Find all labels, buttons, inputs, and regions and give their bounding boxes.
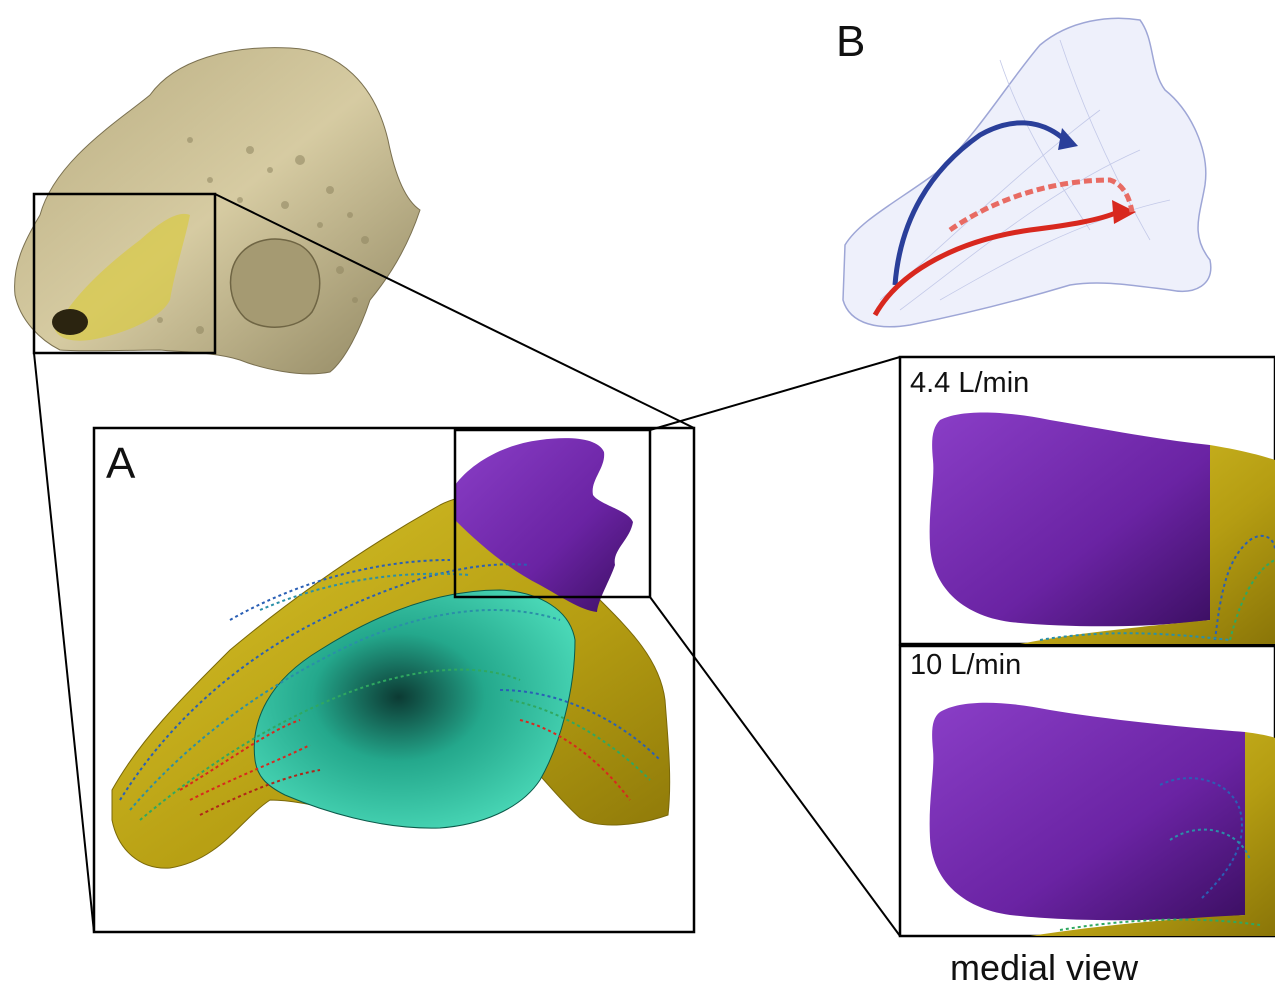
inset-bottom	[900, 646, 1275, 936]
panel-a-label: A	[106, 442, 135, 486]
panel-a	[94, 428, 694, 932]
nostril-opening	[52, 309, 88, 335]
panel-b-outline	[843, 18, 1211, 326]
skull-orbit	[231, 239, 320, 327]
medial-view-caption: medial view	[950, 950, 1138, 986]
inset-top	[900, 357, 1275, 644]
inset-bottom-olfactory	[930, 703, 1245, 921]
inset-bottom-rate-label: 10 L/min	[910, 651, 1021, 680]
panel-b-label: B	[836, 20, 865, 64]
panel-b	[843, 18, 1211, 326]
skull-rendering	[15, 48, 420, 374]
inset-top-rate-label: 4.4 L/min	[910, 369, 1029, 398]
inset-top-olfactory	[930, 413, 1210, 627]
